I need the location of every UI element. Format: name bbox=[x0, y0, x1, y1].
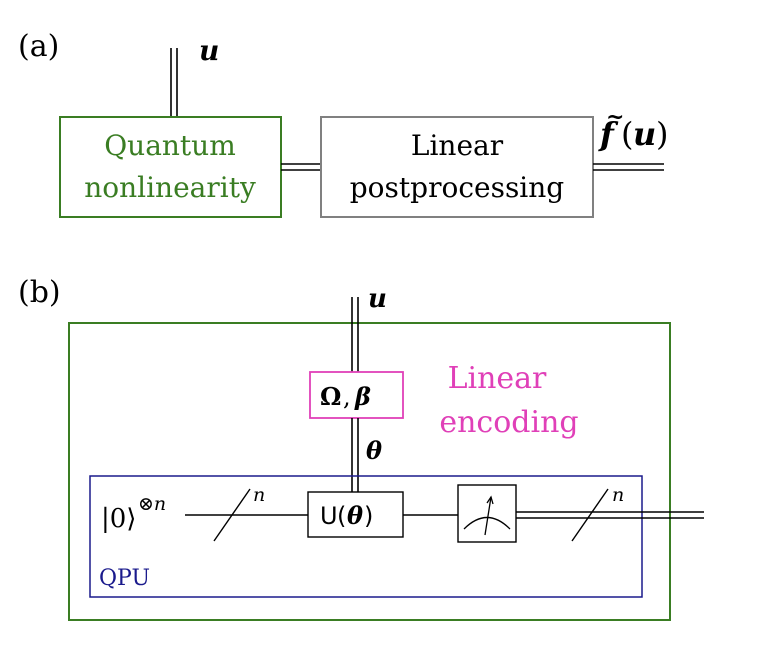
unitary-label: U ( θ ) bbox=[320, 501, 373, 530]
input-symbol-a: u bbox=[199, 34, 219, 67]
encoding-beta: β bbox=[354, 382, 371, 411]
encoding-parameters-box bbox=[309, 371, 404, 419]
theta-wire bbox=[351, 418, 359, 493]
meter-icon bbox=[457, 484, 517, 543]
theta-symbol: θ bbox=[366, 436, 382, 465]
n-label-2: n bbox=[612, 484, 624, 506]
quantum-nonlinearity-line1: Quantum bbox=[104, 129, 236, 162]
initial-state-power: ⊗n bbox=[138, 493, 166, 515]
unitary-close-paren: ) bbox=[364, 502, 373, 530]
encoding-omega: Ω bbox=[320, 382, 341, 411]
linear-postprocessing-line1: Linear bbox=[411, 129, 504, 162]
unitary-open-paren: ( bbox=[337, 502, 346, 530]
output-close-paren: ) bbox=[656, 115, 668, 153]
output-u: u bbox=[633, 115, 656, 153]
quantum-nonlinearity-block bbox=[59, 116, 282, 218]
classical-output-wire bbox=[516, 511, 704, 519]
n-label-1: n bbox=[253, 484, 265, 506]
panel-a-label: (a) bbox=[18, 29, 59, 64]
slash-icon bbox=[213, 488, 251, 542]
linear-postprocessing-line2: postprocessing bbox=[350, 171, 565, 204]
input-wire-b bbox=[351, 297, 359, 372]
initial-state-ket: |0⟩ bbox=[101, 504, 136, 534]
input-wire-a bbox=[170, 48, 178, 117]
unitary-u: U bbox=[320, 502, 338, 530]
panel-a: (a) u Quantum nonlinearity Linear postpr… bbox=[18, 29, 668, 218]
encoding-parameters-label: Ω , β bbox=[320, 382, 371, 411]
encoding-comma: , bbox=[343, 383, 351, 411]
connector-wire-a bbox=[281, 163, 321, 171]
linear-encoding-frame bbox=[68, 322, 671, 621]
unitary-theta: θ bbox=[347, 501, 363, 530]
quantum-nonlinearity-line2: nonlinearity bbox=[84, 171, 256, 204]
output-f: f bbox=[598, 115, 619, 153]
slash-icon bbox=[571, 488, 609, 542]
qpu-box bbox=[89, 475, 643, 598]
qpu-label: QPU bbox=[99, 566, 150, 591]
linear-postprocessing-block bbox=[320, 116, 594, 218]
output-open-paren: ( bbox=[621, 115, 633, 153]
linear-encoding-line1: Linear bbox=[448, 361, 547, 396]
panel-b: (b) u Ω , β Linear encoding θ QPU |0⟩ ⊗ bbox=[18, 275, 704, 621]
output-tilde: ~ bbox=[606, 104, 624, 130]
input-symbol-b: u bbox=[368, 284, 387, 314]
output-function-label: f ~ ( u ) bbox=[598, 104, 668, 153]
panel-b-label: (b) bbox=[18, 275, 61, 310]
linear-encoding-line2: encoding bbox=[439, 405, 578, 440]
output-wire-a bbox=[593, 163, 664, 171]
unitary-box bbox=[307, 491, 404, 538]
